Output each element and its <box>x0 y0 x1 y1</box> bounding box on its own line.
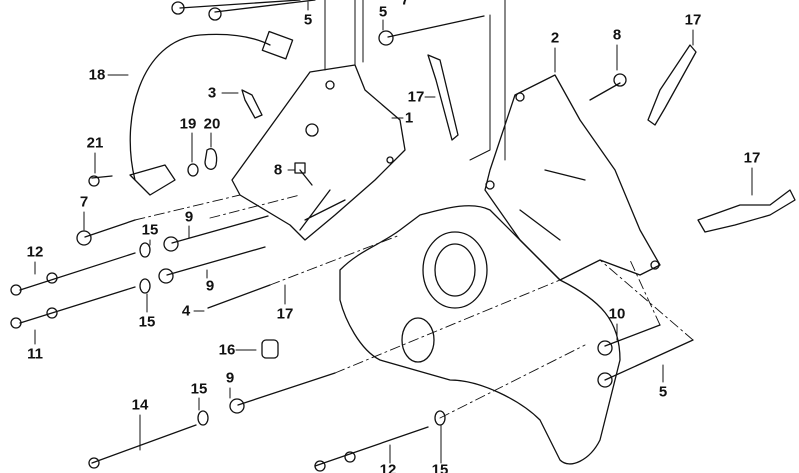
sensor-3 <box>241 89 263 119</box>
bolt-21 <box>91 175 113 179</box>
bolt-8 <box>299 169 313 186</box>
callout-label-4: 4 <box>181 302 191 320</box>
callout-label-19: 19 <box>179 115 197 133</box>
callout-label-8a: 8 <box>612 26 622 44</box>
gasket-17-b <box>647 44 697 126</box>
callout-label-18: 18 <box>88 66 106 84</box>
callout-label-20: 20 <box>203 115 221 133</box>
ring-19 <box>187 163 199 177</box>
callout-label-5c: 5 <box>658 383 668 401</box>
callout-label-10: 10 <box>608 305 626 323</box>
callout-label-11: 11 <box>27 345 43 363</box>
gasket-17-a <box>427 54 459 141</box>
callout-label-8b: 8 <box>273 161 283 179</box>
callout-label-5b: 5 <box>378 3 388 21</box>
callout-label-17d: 17 <box>276 305 294 323</box>
callout-label-15b: 15 <box>138 313 156 331</box>
sleeve-16 <box>261 339 279 359</box>
sensor-cable <box>129 33 271 181</box>
callout-label-14: 14 <box>131 396 149 414</box>
cover-part-2 <box>484 74 661 281</box>
callout-label-9a: 9 <box>184 208 194 226</box>
cover-part-1 <box>231 64 406 241</box>
callout-label-3: 3 <box>207 84 217 102</box>
callout-label-7: 7 <box>79 193 89 211</box>
callout-label-1: 1 <box>404 109 414 127</box>
alignment-lines <box>134 194 694 419</box>
callout-label-17c: 17 <box>743 149 761 167</box>
callout-label-21: 21 <box>86 134 104 152</box>
timing-case-outline <box>339 205 621 465</box>
callout-label-9c: 9 <box>225 369 235 387</box>
callout-label-15d: 15 <box>431 461 449 473</box>
callout-label-17b: 17 <box>407 88 425 106</box>
callout-label-15a: 15 <box>141 221 159 239</box>
callout-label-5a: 5 <box>303 11 313 29</box>
gasket-17-c <box>697 189 796 233</box>
callout-label-2: 2 <box>550 29 560 47</box>
callout-label-7top: 7 <box>400 0 410 9</box>
callout-label-16: 16 <box>218 341 236 359</box>
callout-label-12b: 12 <box>379 461 397 473</box>
bracket-20 <box>204 148 218 170</box>
port-opening <box>401 317 435 363</box>
callout-label-15c: 15 <box>190 380 208 398</box>
callout-label-9b: 9 <box>205 277 215 295</box>
callout-label-17a: 17 <box>684 11 702 29</box>
callout-label-12a: 12 <box>26 243 44 261</box>
leader-lines <box>34 0 753 464</box>
seal-ring <box>422 231 488 309</box>
bolts <box>10 0 694 472</box>
